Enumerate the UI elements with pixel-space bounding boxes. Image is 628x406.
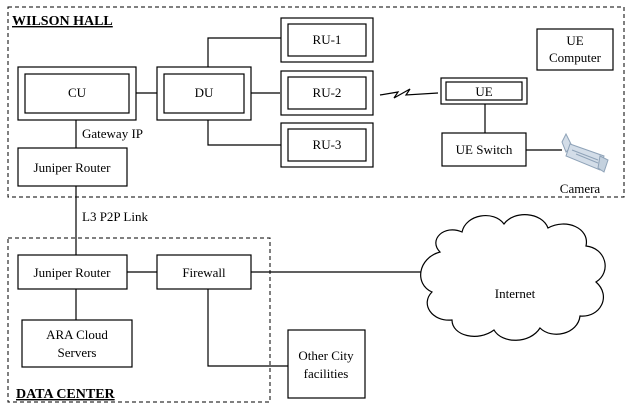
juniper-router-top-label: Juniper Router: [34, 160, 112, 175]
cu-node[interactable]: CU: [17, 66, 137, 121]
gateway-ip-label: Gateway IP: [82, 126, 143, 141]
juniper-router-top-node[interactable]: Juniper Router: [17, 147, 128, 187]
ara-cloud-servers-node[interactable]: ARA Cloud Servers: [21, 319, 133, 368]
ara-cloud-label-line2: Servers: [58, 345, 97, 360]
ru-2-node[interactable]: RU-2: [280, 70, 374, 116]
data-center-zone: [7, 237, 271, 403]
ue-computer-node[interactable]: UE Computer: [536, 28, 614, 71]
ru-3-label: RU-3: [313, 137, 342, 152]
internet-cloud[interactable]: Internet: [420, 214, 606, 341]
cloud-icon: [420, 214, 606, 341]
wilson-hall-title: WILSON HALL: [12, 14, 113, 29]
ru-2-label: RU-2: [313, 85, 342, 100]
juniper-router-bottom-node[interactable]: Juniper Router: [17, 254, 128, 290]
other-city-facilities-node[interactable]: Other City facilities: [287, 329, 366, 399]
du-label: DU: [195, 85, 214, 100]
firewall-node[interactable]: Firewall: [156, 254, 252, 290]
ru-1-label: RU-1: [313, 32, 342, 47]
connections: [75, 37, 562, 367]
ue-computer-label-line1: UE: [566, 33, 583, 48]
security-camera-icon: [561, 132, 609, 173]
juniper-router-bottom-label: Juniper Router: [34, 265, 112, 280]
ue-node[interactable]: UE: [440, 77, 528, 105]
cu-label: CU: [68, 85, 87, 100]
l3-p2p-link-label: L3 P2P Link: [82, 209, 148, 224]
du-node[interactable]: DU: [156, 66, 252, 121]
wireless-icon: [379, 88, 439, 99]
ru-3-node[interactable]: RU-3: [280, 122, 374, 168]
data-center-title: DATA CENTER: [16, 387, 116, 402]
ue-computer-label-line2: Computer: [549, 50, 602, 65]
wilson-hall-zone: [7, 6, 625, 198]
ue-label: UE: [475, 84, 492, 99]
ara-cloud-label-line1: ARA Cloud: [46, 327, 108, 342]
ru-1-node[interactable]: RU-1: [280, 17, 374, 63]
ue-switch-label: UE Switch: [456, 142, 513, 157]
firewall-label: Firewall: [182, 265, 226, 280]
ue-switch-node[interactable]: UE Switch: [441, 132, 527, 167]
internet-label: Internet: [495, 286, 536, 301]
camera-label: Camera: [560, 181, 601, 196]
other-city-label-line2: facilities: [304, 366, 349, 381]
other-city-label-line1: Other City: [298, 348, 354, 363]
